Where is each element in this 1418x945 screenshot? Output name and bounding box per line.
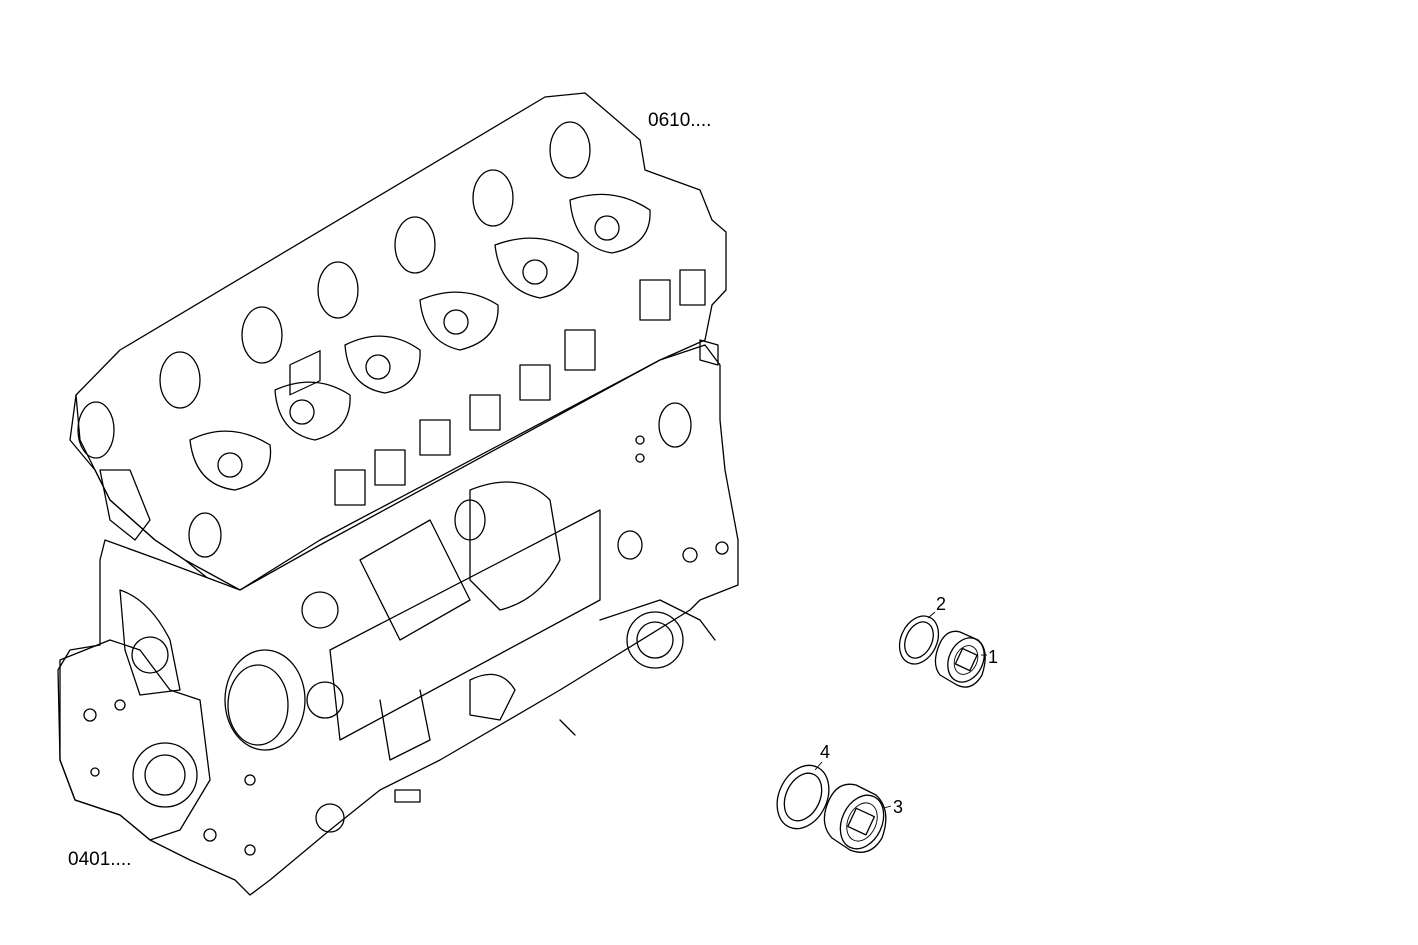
part-1-plug: [934, 630, 986, 688]
callout-1: 1: [988, 647, 999, 667]
leader-3: [883, 805, 892, 809]
part-3-plug: [823, 783, 887, 853]
deck-bosses: [189, 193, 651, 491]
front-cover: [59, 339, 719, 856]
leader-2: [927, 611, 936, 619]
reference-label-top: 0610....: [648, 110, 712, 131]
reference-label-bottom: 0401....: [68, 849, 132, 870]
part-4-sealing-washer: [776, 764, 830, 830]
head-side-pockets: [289, 269, 706, 506]
block-side-features: [301, 402, 729, 833]
leader-4: [814, 761, 823, 771]
callout-3: 3: [893, 797, 904, 817]
head-ports: [77, 121, 591, 558]
engine-block: [57, 92, 739, 896]
part-2-sealing-washer: [898, 615, 940, 665]
callout-2: 2: [936, 594, 947, 614]
callout-4: 4: [820, 742, 831, 762]
